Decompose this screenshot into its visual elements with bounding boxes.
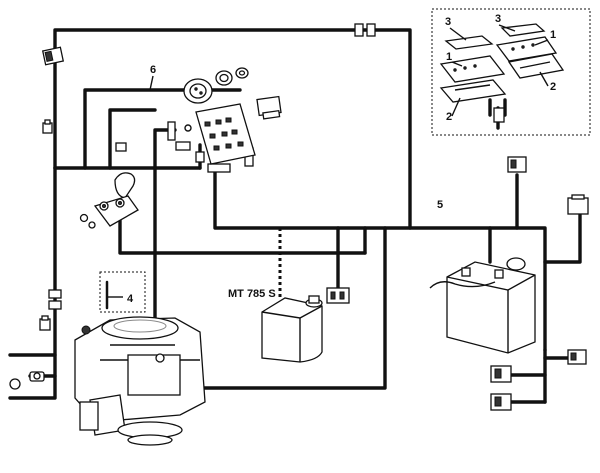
safety-switch-1	[490, 365, 512, 383]
label-panel-3a: 3	[445, 16, 451, 28]
label-panel-3b: 3	[495, 13, 501, 25]
wire-starter	[118, 213, 367, 255]
relay-box	[256, 95, 282, 120]
inset-item-4	[99, 271, 146, 313]
wire-harness	[8, 28, 582, 404]
wire-drop-1	[108, 108, 157, 170]
solenoid-boot	[114, 172, 136, 199]
ignition-switch	[183, 67, 249, 104]
connector-top	[354, 23, 376, 37]
circuit-board	[184, 103, 256, 165]
leader-lines	[149, 24, 549, 117]
rocker-switch	[41, 46, 65, 66]
connector-inset	[493, 107, 505, 123]
board-fuse	[195, 151, 205, 163]
label-inset-4: 4	[127, 293, 134, 305]
wire-top-loop	[53, 28, 412, 230]
fuel-tank	[261, 295, 323, 363]
wire-far-right	[543, 213, 582, 264]
safety-switch-2	[490, 393, 512, 411]
starter-solenoid	[79, 195, 139, 229]
wire-harness-5	[213, 168, 547, 352]
label-panel-2b: 2	[446, 111, 452, 123]
connector-left	[48, 289, 62, 310]
fuel-connector	[326, 287, 350, 304]
relay-right	[567, 194, 589, 215]
wire-inset-harness	[488, 98, 507, 130]
wire-left-trunk	[8, 166, 57, 400]
switch-right	[567, 349, 587, 365]
connector-tab-2	[167, 121, 176, 141]
connector-tab-4	[207, 163, 231, 173]
engine	[74, 316, 206, 446]
connector-tab-3	[175, 141, 191, 151]
inset-panel-detail	[431, 8, 591, 136]
label-harness-5: 5	[437, 199, 443, 211]
label-panel-1a: 1	[550, 29, 556, 41]
left-connector-plug	[42, 119, 53, 134]
left-lower-plug	[39, 315, 51, 331]
label-cable-6: 6	[150, 64, 156, 76]
sensor-connector-top	[507, 156, 527, 173]
label-panel-1b: 1	[446, 51, 452, 63]
battery	[429, 257, 536, 354]
connector-tab-1	[115, 142, 127, 152]
wire-engine-return	[198, 226, 387, 390]
label-panel-2a: 2	[550, 81, 556, 93]
label-model-code: MT 785 S	[228, 288, 276, 300]
bulb-holder	[9, 371, 45, 390]
